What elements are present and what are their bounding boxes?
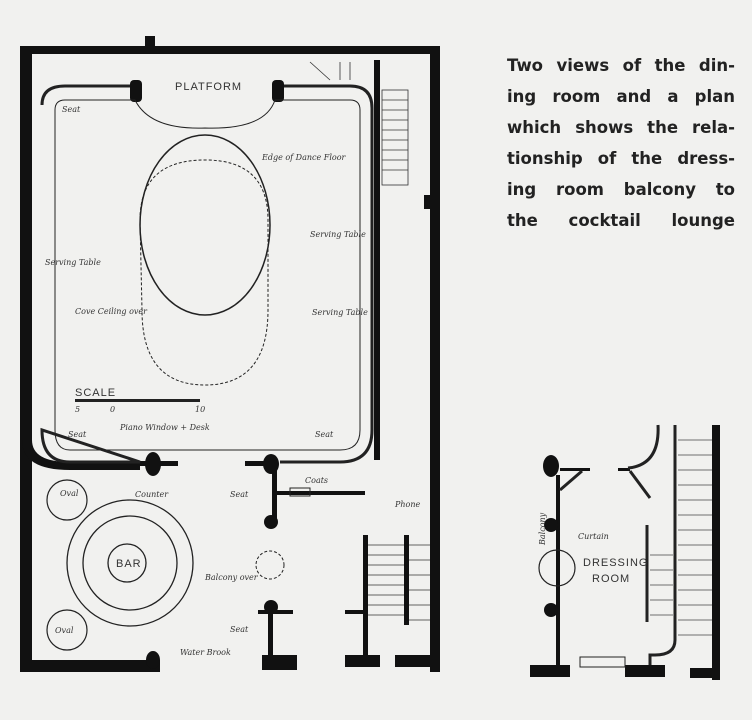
- stairs-top: [309, 61, 409, 186]
- stairs-bottom: [368, 544, 430, 621]
- balcony-circle: [538, 549, 576, 587]
- label-curtain: Curtain: [578, 532, 609, 541]
- label-serving-table: Serving Table: [310, 230, 366, 239]
- scale-tick: 0: [110, 405, 115, 414]
- caption-line: tionship of the dress-: [507, 149, 735, 168]
- balcony-stairs: [650, 439, 712, 636]
- scale-tick: 5: [75, 405, 80, 414]
- dining-room-banquette: [40, 84, 374, 464]
- cove-ceiling: [139, 159, 269, 386]
- label-seat: Seat: [68, 430, 87, 439]
- label-dressing: DRESSING: [583, 557, 648, 569]
- label-seat: Seat: [62, 105, 81, 114]
- label-serving-table: Serving Table: [45, 258, 101, 267]
- label-desk: Piano Window + Desk: [119, 423, 210, 432]
- label-balcony: Balcony: [538, 512, 547, 546]
- caption: Two views of the din- ing room and a pla…: [507, 50, 735, 236]
- label-coats: Coats: [305, 476, 328, 485]
- label-seat: Seat: [230, 490, 249, 499]
- caption-line: Two views of the din-: [507, 56, 735, 75]
- label-water-brook: Water Brook: [180, 648, 231, 657]
- scale-bar: [75, 399, 200, 402]
- label-phone: Phone: [394, 500, 421, 509]
- label-oval: Oval: [55, 626, 74, 635]
- balcony-plan-walls: [530, 424, 720, 680]
- scale-tick: 10: [195, 405, 205, 414]
- caption-line: ing room and a plan: [507, 87, 735, 106]
- counter-outer: [66, 499, 194, 627]
- label-oval: Oval: [60, 489, 79, 498]
- label-room: ROOM: [592, 573, 630, 585]
- caption-line: the cocktail lounge: [507, 211, 735, 230]
- label-platform: PLATFORM: [175, 81, 242, 93]
- label-seat: Seat: [315, 430, 334, 439]
- label-seat: Seat: [230, 625, 249, 634]
- bar-circle: [107, 543, 147, 583]
- label-cove-ceiling: Cove Ceiling over: [75, 307, 148, 316]
- caption-line: ing room balcony to: [507, 180, 735, 199]
- caption-line: which shows the rela-: [507, 118, 735, 137]
- dance-floor-edge: [139, 134, 271, 316]
- label-balcony-over: Balcony over: [204, 573, 259, 582]
- label-dance-floor: Edge of Dance Floor: [261, 153, 347, 162]
- label-counter: Counter: [135, 490, 169, 499]
- label-scale: SCALE: [75, 387, 116, 399]
- label-serving-table: Serving Table: [312, 308, 368, 317]
- label-bar: BAR: [116, 558, 142, 570]
